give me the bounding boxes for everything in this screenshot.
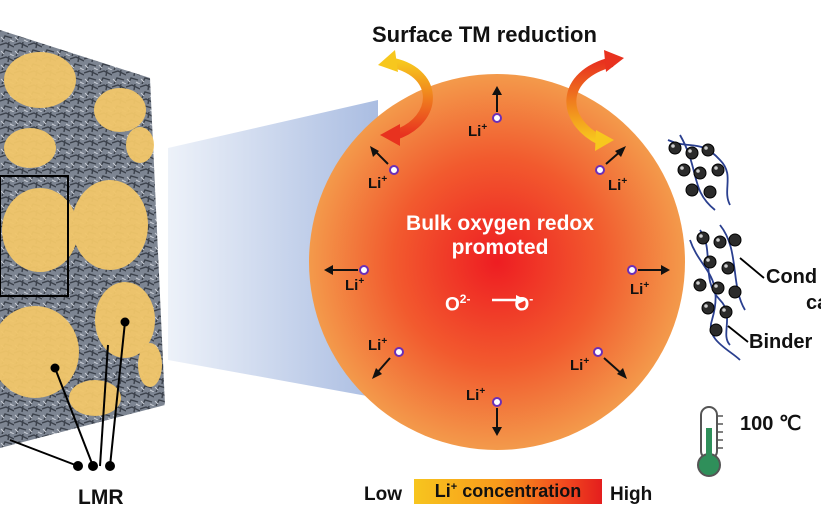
redox-from-charge: 2- (459, 292, 471, 306)
temperature-label: 100 ℃ (740, 413, 802, 435)
carbon-label: ca (806, 292, 821, 314)
redox-to-charge: - (529, 292, 534, 306)
lmr-particle (309, 74, 685, 450)
bulk-oxygen-redox-label: Bulk oxygen redox promoted (360, 212, 640, 260)
redox-equation: O2-O- (445, 292, 533, 316)
li-ion-label-upper-right: Li+ (608, 176, 628, 194)
li-ion-label-bottom: Li+ (466, 386, 486, 404)
colorbar-label: Li+ concentration (435, 481, 581, 502)
li-concentration-colorbar: Li+ concentration (414, 479, 602, 504)
legend-high-label: High (610, 484, 653, 505)
carbon-binder-cluster (667, 134, 765, 361)
lmr-pointer-lines (9, 317, 130, 471)
li-ion-label-upper-left: Li+ (368, 174, 388, 192)
colorbar-ion: Li (434, 481, 451, 501)
li-ion-dots (359, 113, 637, 407)
surface-arrow-right (566, 50, 624, 151)
lmr-label: LMR (78, 486, 124, 509)
bulk-label-line2: promoted (451, 236, 549, 259)
thermometer-icon (697, 406, 723, 477)
li-ion-label-left: Li+ (345, 276, 365, 294)
redox-to: O (514, 294, 530, 316)
conductive-carbon-label: Cond (766, 266, 818, 288)
surface-tm-reduction-title: Surface TM reduction (372, 22, 597, 47)
li-ion-label-top: Li+ (468, 122, 488, 140)
legend-low-label: Low (364, 484, 402, 505)
li-ion-label-lower-right: Li+ (570, 356, 590, 374)
li-ion-arrows (324, 86, 670, 436)
binder-label: Binder (749, 331, 813, 353)
lmr-electrode-section (0, 30, 165, 448)
li-ion-label-right: Li+ (630, 280, 650, 298)
redox-from: O (445, 294, 460, 316)
colorbar-concentration: concentration (462, 481, 582, 501)
li-ion-label-lower-left: Li+ (368, 336, 388, 354)
colorbar-ion-charge: + (450, 481, 458, 493)
surface-arrow-left (378, 50, 433, 146)
bulk-label-line1: Bulk oxygen redox (406, 212, 594, 235)
redox-arrow (492, 295, 526, 305)
